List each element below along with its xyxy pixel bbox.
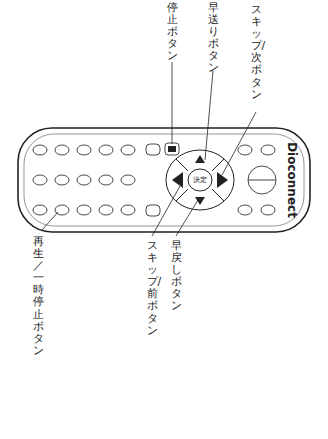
remote-inner-edge (24, 134, 304, 226)
direction-pad (166, 150, 234, 210)
button-label: スキップ/次ボタン (251, 4, 262, 101)
remote-body (18, 128, 310, 232)
brand-name: Dioconnect (285, 142, 299, 218)
key-text: 決定 (193, 175, 207, 185)
button-label: 再生／一時停止 ボタン (33, 236, 44, 357)
key-grid (33, 143, 276, 216)
button-label: 停止ボタン (167, 2, 178, 62)
button-label: 早戻しボタン (171, 240, 182, 313)
button-label: スキップ/前ボタン (147, 240, 158, 337)
key-icons (168, 146, 228, 205)
leader-line (42, 62, 256, 236)
button-label: 早送りボタン (208, 2, 219, 75)
